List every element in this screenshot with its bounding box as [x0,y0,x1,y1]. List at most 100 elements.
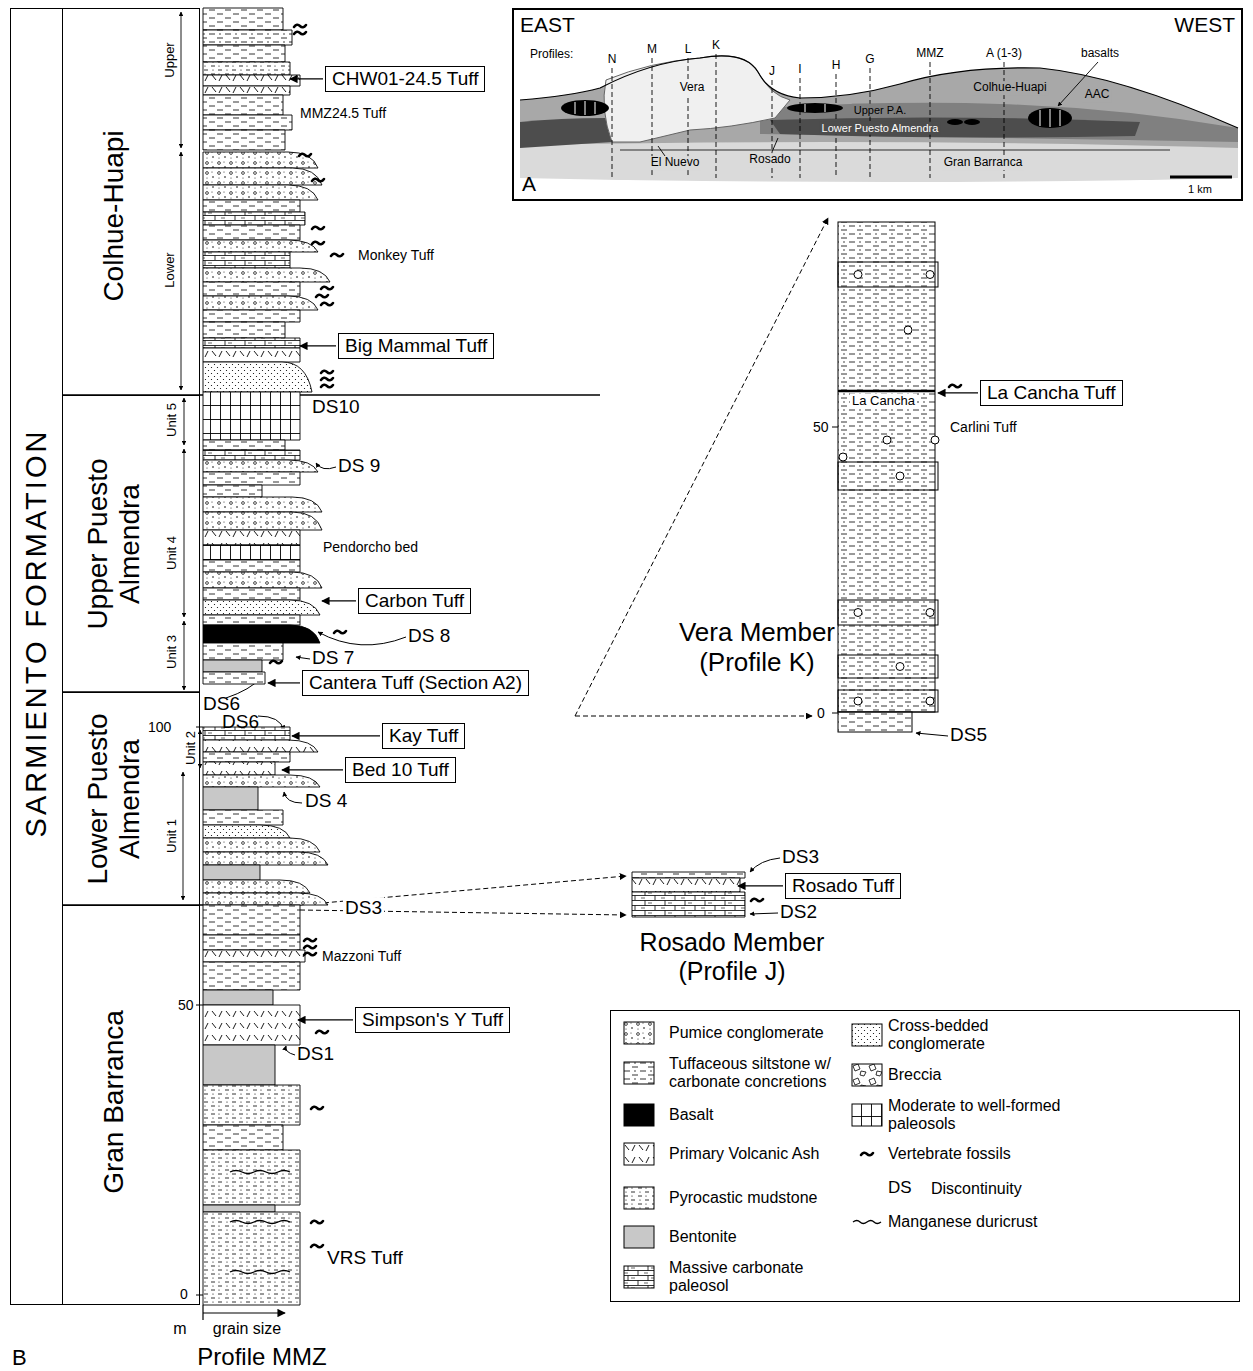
tuff-name: Rosado Tuff [792,875,894,897]
cross-section-inset [612,68,613,178]
member-band: Lower Puesto Almendra [62,692,200,905]
lithology-bed [203,392,300,440]
lithology-bed [203,130,285,150]
figure-label: Lower [163,252,178,287]
figure-label: I [798,63,801,77]
lithology-bed [203,75,300,86]
tuff-box: La Cancha Tuff [980,380,1123,406]
lithology-bed [203,310,300,322]
figure-label: Unit 2 [184,731,199,765]
lithology-bed [203,450,300,460]
manganese-duricrust [230,1171,290,1174]
lithology-bed [203,838,320,852]
figure-label: 100 [148,719,171,735]
tuff-box: Bed 10 Tuff [345,757,456,783]
lithology-bed [203,362,312,392]
legend-text: Discontinuity [931,1180,1106,1198]
lithology-bed [203,1125,283,1150]
vertebrate-fossil [311,1221,323,1224]
figure-label: Monkey Tuff [358,247,434,263]
figure-label: H [832,59,841,73]
legend-swatch [624,1022,654,1044]
column-frame [62,395,600,1320]
legend-swatch [624,1226,654,1248]
lithology-bed [203,545,300,560]
lithology-bed [203,8,330,1305]
legend-text: Vertebrate fossils [888,1145,1063,1163]
figure-label: DS3 [343,897,384,919]
figure-label: DS [888,1178,912,1198]
leader-arrow [300,345,336,346]
lithology-bed [203,200,300,212]
figure-label: 0 [180,1286,188,1302]
figure-label: 1 km [1188,183,1212,196]
lithology-bed [203,880,310,893]
figure-label: DS2 [780,901,817,923]
vertebrate-fossil [312,242,324,245]
column-frame [203,1312,285,1313]
vertebrate-fossil [316,1031,328,1034]
leader-arrow [322,600,356,601]
lithology-bed [203,212,305,225]
lithology-bed [203,485,262,497]
figure-label: basalts [1081,47,1119,61]
carbonate-concretion [926,271,934,279]
vertebrate-fossil [312,179,324,182]
figure-label: 50 [813,419,829,435]
figure-label: DS 8 [408,625,450,647]
discontinuity-arrow [318,632,406,645]
legend-swatch [624,1143,654,1165]
cross-section-inset [620,150,1170,151]
figure-label: A (1-3) [986,47,1022,61]
figure-label: L [685,43,692,57]
cross-section-inset [575,101,1060,127]
legend-text: Moderate to well-formed paleosols [888,1097,1063,1134]
legend-swatch [623,1021,655,1045]
lithology-bed [203,775,320,787]
lithology-bed [632,892,745,917]
carbonate-concretion [896,472,904,480]
figure-label: Profile MMZ [197,1343,326,1371]
cross-section-inset [770,117,1140,137]
tuff-box: Big Mammal Tuff [338,333,494,359]
lithology-bed [203,497,322,512]
lithology-bed [203,115,292,130]
vertebrate-fossil [321,303,333,306]
concretion-band [838,600,938,625]
legend-swatch [851,1023,883,1047]
figure-label: Colhue-Huapi [971,81,1048,95]
figure-label: Unit 4 [165,536,180,570]
figure-label: K [712,39,720,53]
vertebrate-fossil [294,32,306,35]
discontinuity-arrow [284,792,302,803]
member-band: Upper Puesto Almendra [62,395,200,692]
legend-swatch [851,1063,883,1087]
tuff-name: Carbon Tuff [365,590,464,612]
figure-label: DS3 [782,846,819,868]
lithology-bed [203,950,305,962]
node-title: Colhue-Huapi [98,51,130,381]
concretion-band [838,262,938,287]
discontinuity-arrow [296,657,310,659]
concretion-band [838,690,938,712]
legend-swatch [851,1142,883,1166]
cross-section-inset [930,62,931,178]
figure-label: Upper P.A. [852,104,908,117]
carbonate-concretion [854,609,862,617]
tuff-box: Rosado Tuff [785,873,901,899]
legend-text: Pyrocastic mudstone [669,1189,849,1207]
lithology-bed [838,222,935,712]
tuff-bed [838,390,935,393]
legend-text: Cross-bedded conglomerate [888,1017,1038,1054]
tuff-box: Carbon Tuff [358,588,471,614]
unit-bracket [181,152,182,390]
lithology-bed [203,825,290,838]
discontinuity-arrow [286,1046,295,1055]
cross-section-inset [520,142,1238,182]
unit-bracket [183,772,184,900]
vertebrate-fossil [321,287,333,290]
unit-bracket [184,398,185,445]
vertebrate-fossil [311,1107,323,1110]
lithology-bed [203,472,300,485]
figure-label: Unit 5 [165,403,180,437]
